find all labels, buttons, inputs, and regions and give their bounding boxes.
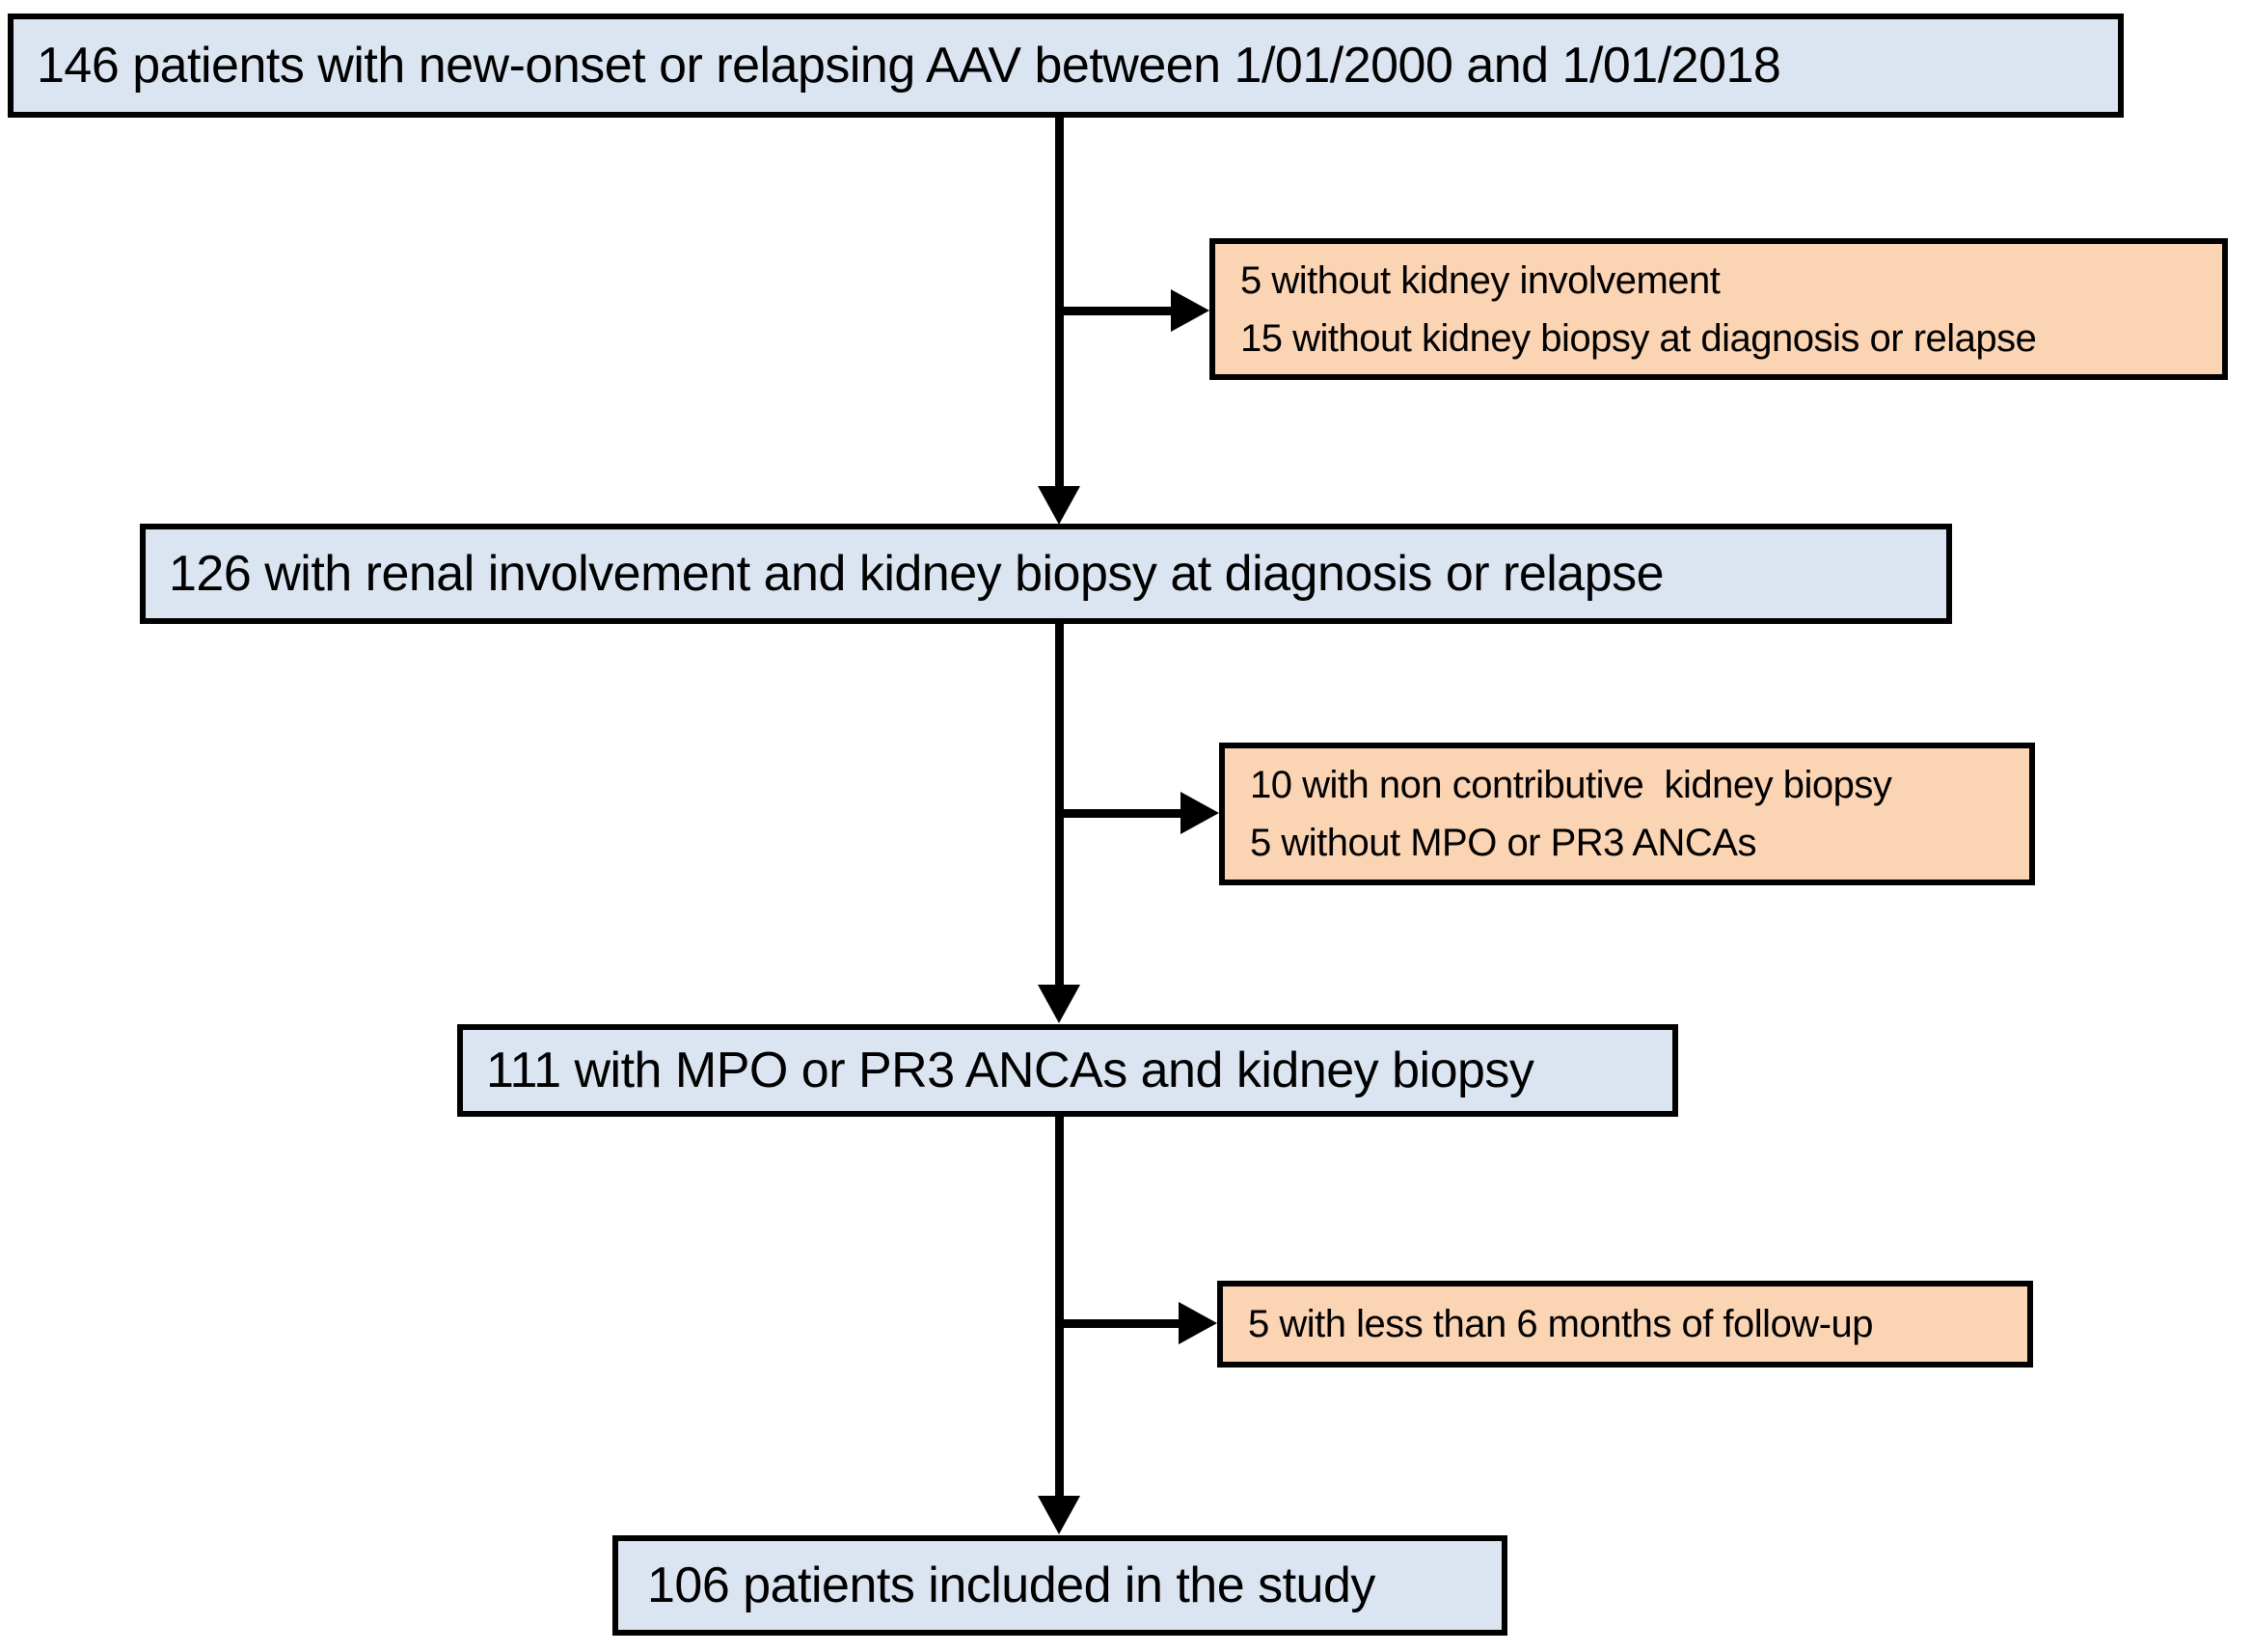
node-146-initial-cohort: 146 patients with new-onset or relapsing… — [8, 14, 2124, 118]
arrow-line-126-to-111 — [1055, 622, 1064, 986]
node-label: 146 patients with new-onset or relapsing… — [37, 38, 1781, 94]
branch-line-exclusion-1 — [1059, 307, 1173, 315]
exclusion-box-3: 5 with less than 6 months of follow-up — [1217, 1281, 2033, 1368]
branch-line-exclusion-3 — [1059, 1319, 1180, 1328]
node-126-renal-involvement: 126 with renal involvement and kidney bi… — [140, 524, 1952, 624]
node-label: 106 patients included in the study — [647, 1557, 1375, 1613]
arrow-line-111-to-106 — [1055, 1115, 1064, 1497]
arrowhead-right-1-icon — [1171, 289, 1209, 332]
arrowhead-right-2-icon — [1180, 792, 1219, 834]
exclusion-box-1: 5 without kidney involvement 15 without … — [1209, 238, 2228, 380]
exclusion-line: 15 without kidney biopsy at diagnosis or… — [1240, 316, 2037, 360]
exclusion-line: 5 with less than 6 months of follow-up — [1248, 1303, 1874, 1345]
arrow-line-146-to-126 — [1055, 116, 1064, 488]
exclusion-line: 5 without kidney involvement — [1240, 258, 1721, 302]
branch-line-exclusion-2 — [1059, 809, 1182, 818]
node-111-anca-biopsy: 111 with MPO or PR3 ANCAs and kidney bio… — [457, 1024, 1678, 1117]
arrowhead-down-2-icon — [1038, 985, 1080, 1023]
node-106-included: 106 patients included in the study — [612, 1535, 1507, 1636]
exclusion-box-2: 10 with non contributive kidney biopsy 5… — [1219, 743, 2035, 885]
node-label: 111 with MPO or PR3 ANCAs and kidney bio… — [486, 1043, 1534, 1098]
node-label: 126 with renal involvement and kidney bi… — [169, 546, 1665, 602]
arrowhead-down-3-icon — [1038, 1496, 1080, 1534]
exclusion-line: 10 with non contributive kidney biopsy — [1250, 764, 1892, 806]
arrowhead-right-3-icon — [1179, 1302, 1217, 1344]
exclusion-line: 5 without MPO or PR3 ANCAs — [1250, 822, 1756, 864]
arrowhead-down-1-icon — [1038, 486, 1080, 525]
